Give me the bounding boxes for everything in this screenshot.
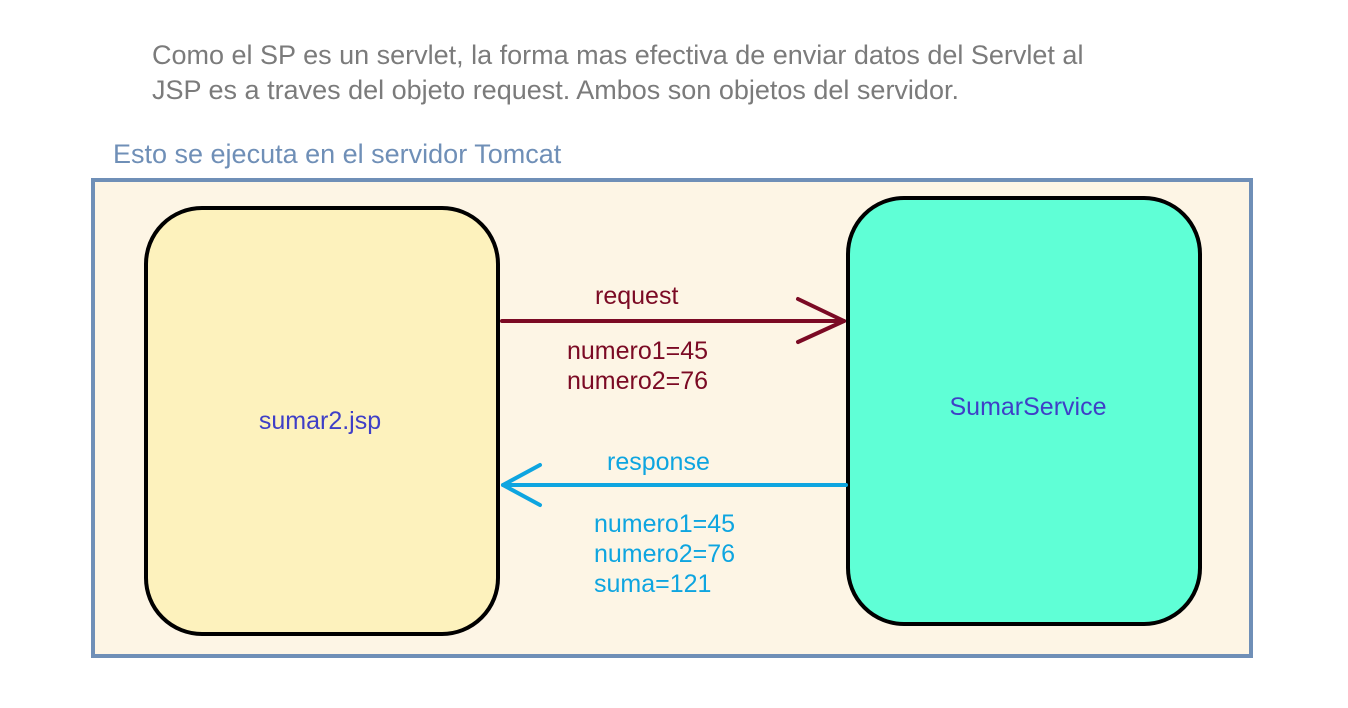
request-arrow [500,297,846,344]
intro-line-1: Como el SP es un servlet, la forma mas e… [152,40,1084,70]
request-label: request [595,282,679,310]
response-param: suma=121 [594,570,712,598]
jsp-node-label: sumar2.jsp [258,406,382,435]
intro-paragraph: Como el SP es un servlet, la forma mas e… [152,38,1252,108]
server-caption: Esto se ejecuta en el servidor Tomcat [113,139,562,169]
request-params: numero1=45 numero2=76 [567,336,708,396]
response-param: numero1=45 [594,510,736,538]
intro-line-2: JSP es a traves del objeto request. Ambo… [152,75,959,105]
response-arrow [501,463,848,507]
jsp-node: sumar2.jsp [144,206,500,636]
response-param: numero2=76 [594,540,736,568]
servlet-node-label: SumarService [949,392,1107,421]
response-params: numero1=45 numero2=76 suma=121 [594,509,735,599]
response-label: response [607,448,710,476]
servlet-node: SumarService [846,196,1202,626]
request-param: numero1=45 [567,337,709,365]
request-param: numero2=76 [567,367,709,395]
